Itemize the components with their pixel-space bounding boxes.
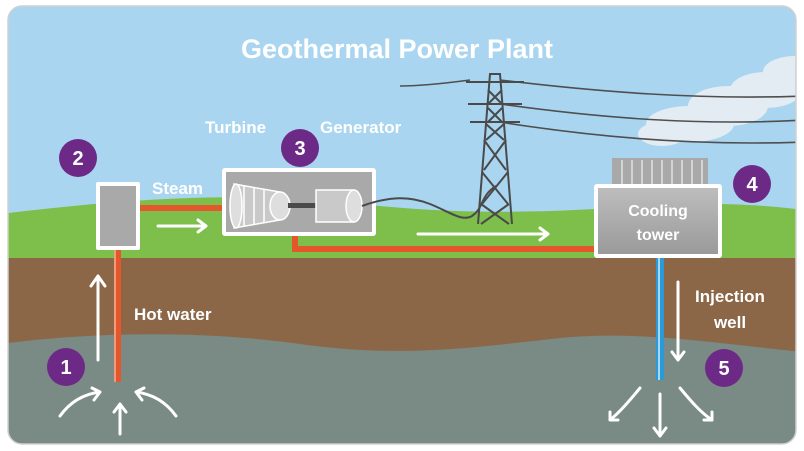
arrow-source-left bbox=[58, 386, 102, 418]
step-badge-3: 3 bbox=[281, 129, 319, 167]
label-injection-well-line1: Injection bbox=[695, 287, 765, 306]
diagram-title: Geothermal Power Plant bbox=[241, 34, 553, 64]
step-badge-5: 5 bbox=[705, 349, 743, 387]
arrow-out-down bbox=[652, 392, 668, 438]
injection-pipe bbox=[656, 254, 664, 380]
label-hot-water: Hot water bbox=[134, 305, 212, 324]
step-badge-1: 1 bbox=[47, 348, 85, 386]
label-generator: Generator bbox=[320, 118, 402, 137]
hot-water-pipes bbox=[115, 205, 602, 382]
separator-tank bbox=[96, 182, 140, 250]
rock-layer bbox=[8, 334, 796, 444]
pipe-highlights bbox=[114, 250, 116, 382]
flow-arrows bbox=[58, 218, 714, 438]
power-lines bbox=[399, 79, 796, 144]
svg-text:1: 1 bbox=[60, 357, 71, 379]
label-cooling-tower-line1: Cooling bbox=[628, 203, 688, 220]
step-badge-4: 4 bbox=[733, 165, 771, 203]
label-injection-well-line2: well bbox=[713, 313, 746, 332]
svg-text:3: 3 bbox=[294, 138, 305, 160]
label-cooling-tower-line2: tower bbox=[637, 227, 680, 244]
svg-text:4: 4 bbox=[746, 174, 758, 196]
label-turbine: Turbine bbox=[205, 118, 266, 137]
arrow-source-up bbox=[112, 402, 128, 436]
arrow-up-hot-water bbox=[89, 274, 107, 362]
cooling-tower bbox=[594, 158, 722, 258]
generator bbox=[315, 189, 363, 223]
shaft bbox=[288, 203, 316, 208]
label-steam: Steam bbox=[152, 179, 203, 198]
arrow-steam-right bbox=[156, 218, 208, 234]
svg-text:2: 2 bbox=[72, 148, 83, 170]
step-badge-2: 2 bbox=[59, 139, 97, 177]
generator-cable bbox=[361, 185, 497, 219]
frame-border bbox=[7, 5, 797, 445]
svg-text:5: 5 bbox=[718, 358, 729, 380]
transmission-tower bbox=[466, 73, 524, 225]
turbine bbox=[229, 183, 291, 229]
arrow-out-left bbox=[608, 386, 642, 422]
arrow-source-right bbox=[134, 386, 178, 418]
arrow-out-right bbox=[678, 386, 714, 422]
arrow-to-cooling bbox=[416, 226, 550, 242]
arrow-down-injection bbox=[670, 280, 686, 362]
